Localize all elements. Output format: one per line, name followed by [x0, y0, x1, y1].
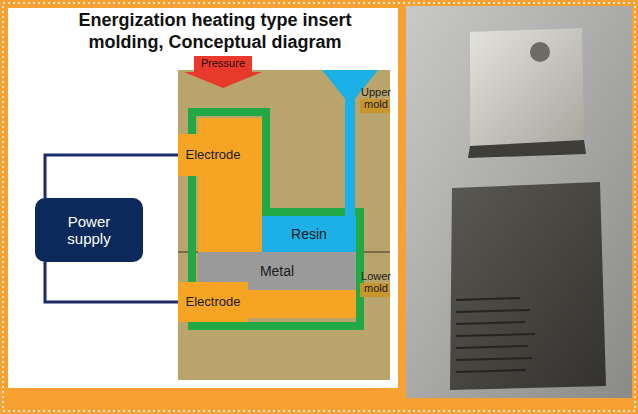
electrode-box: Electrode: [178, 134, 248, 176]
diagram-title: Energization heating type insert molding…: [40, 10, 390, 53]
mold-label: Lower mold: [358, 270, 394, 294]
node-text: Resin: [291, 226, 327, 242]
pressure-arrow: [184, 56, 262, 88]
electrode-box: Electrode: [178, 282, 248, 322]
white-panel: [8, 8, 398, 388]
pressure-label: Pressure: [194, 57, 252, 69]
node-text: Power supply: [53, 213, 125, 248]
power-supply-box: Power supply: [35, 198, 143, 262]
wire-line: [45, 262, 178, 302]
wire-line: [45, 155, 178, 198]
mold-body: [178, 70, 390, 380]
power-wire: [45, 262, 178, 302]
mold-label: Upper mold: [358, 86, 394, 110]
sprue-stem: [345, 99, 355, 217]
resin-box: Resin: [262, 216, 356, 252]
metal-hole: [530, 42, 550, 62]
node-text: Electrode: [186, 295, 241, 310]
node-text: Metal: [260, 263, 294, 279]
power-wire: [45, 155, 178, 198]
node-text: Electrode: [186, 148, 241, 163]
resin-texture: [456, 298, 535, 372]
metal-piece: [470, 28, 584, 146]
resin-piece: [450, 182, 606, 390]
photo-ground: [406, 6, 632, 398]
dotted-frame: [3, 3, 635, 411]
metal-piece-resin-edge: [468, 140, 586, 158]
